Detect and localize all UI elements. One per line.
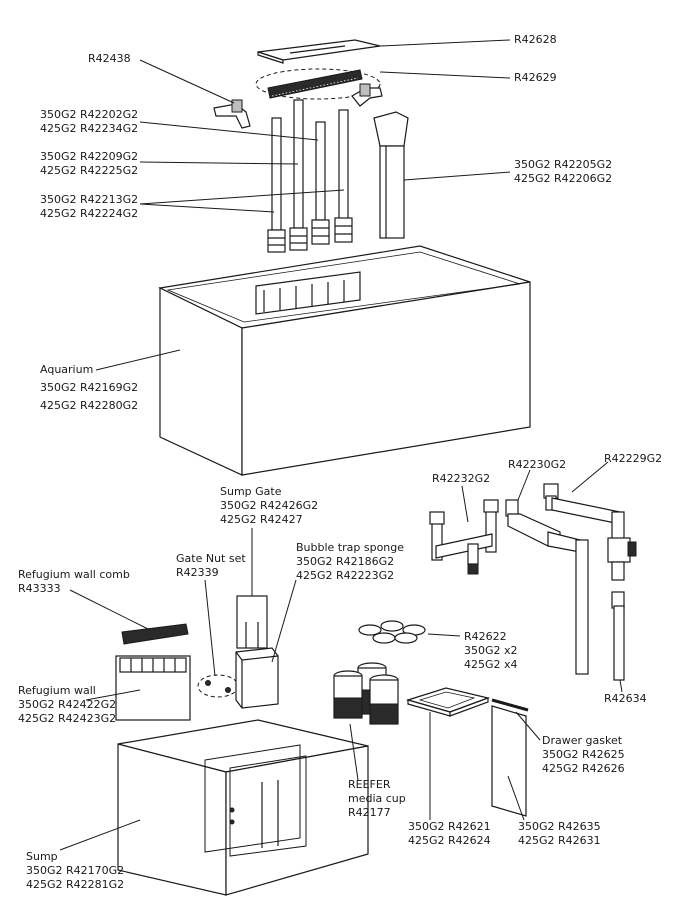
label-refugium-wall-comb: Refugium wall comb R43333	[18, 568, 130, 595]
label-drawer-tray: 350G2 R42621 425G2 R42624	[408, 820, 491, 847]
label-refugium-wall: Refugium wall 350G2 R42422G2 425G2 R4242…	[18, 684, 117, 725]
overflow-cover-plate	[257, 39, 381, 64]
reefer-media-cups	[333, 662, 399, 725]
bubble-trap-sponge	[235, 647, 279, 709]
drawer-tray	[405, 687, 491, 717]
label-r42634: R42634	[604, 692, 647, 705]
return-plumbing-r42229	[543, 483, 637, 581]
sump-gate-panel	[236, 595, 268, 649]
drawer-panel	[491, 705, 527, 817]
filter-plate-r42622	[358, 620, 426, 644]
label-overflow-tube: 350G2 R42205G2 425G2 R42206G2	[514, 158, 613, 185]
label-downpipe-a: 350G2 R42202G2 425G2 R42234G2	[40, 108, 139, 135]
overflow-comb	[255, 68, 381, 100]
elbow-fitting-right	[351, 83, 383, 107]
label-r42628: R42628	[514, 33, 557, 46]
downpipe-1	[267, 117, 286, 253]
downpipe-4	[334, 109, 353, 243]
gate-nut-set	[197, 674, 239, 698]
leader-lines	[59, 39, 623, 851]
label-r42629: R42629	[514, 71, 557, 84]
downpipe-3	[311, 121, 330, 245]
elbow-fitting-left	[213, 99, 251, 129]
tube-r42634	[611, 591, 625, 681]
label-r42230: R42230G2	[508, 458, 567, 471]
label-sump-gate: Sump Gate 350G2 R42426G2 425G2 R42427	[220, 485, 319, 526]
label-r42232: R42232G2	[432, 472, 491, 485]
refugium-wall-comb	[121, 623, 189, 645]
return-plumbing-r42232	[429, 499, 499, 575]
label-r42229: R42229G2	[604, 452, 663, 465]
overflow-tube	[373, 111, 409, 239]
label-r42438: R42438	[88, 52, 131, 65]
downpipe-2	[289, 99, 308, 251]
label-bubble-trap-sponge: Bubble trap sponge 350G2 R42186G2 425G2 …	[296, 541, 405, 582]
label-downpipe-c: 350G2 R42213G2 425G2 R42224G2	[40, 193, 139, 220]
label-downpipe-b: 350G2 R42209G2 425G2 R42225G2	[40, 150, 139, 177]
label-r42622: R42622 350G2 x2 425G2 x4	[464, 630, 518, 671]
sump-tank	[117, 719, 369, 896]
label-drawer-panel: 350G2 R42635 425G2 R42631	[518, 820, 601, 847]
label-drawer-gasket: Drawer gasket 350G2 R42625 425G2 R42626	[542, 734, 625, 775]
label-media-cup: REEFER media cup R42177	[348, 778, 406, 819]
aquarium-tank	[158, 245, 531, 476]
drawer-gasket	[491, 698, 529, 712]
refugium-wall-panel	[115, 655, 191, 721]
label-gate-nut-set: Gate Nut set R42339	[176, 552, 246, 579]
label-aquarium: Aquarium 350G2 R42169G2 425G2 R42280G2	[40, 363, 139, 412]
label-sump: Sump 350G2 R42170G2 425G2 R42281G2	[26, 850, 125, 891]
return-plumbing-r42230	[505, 499, 589, 675]
